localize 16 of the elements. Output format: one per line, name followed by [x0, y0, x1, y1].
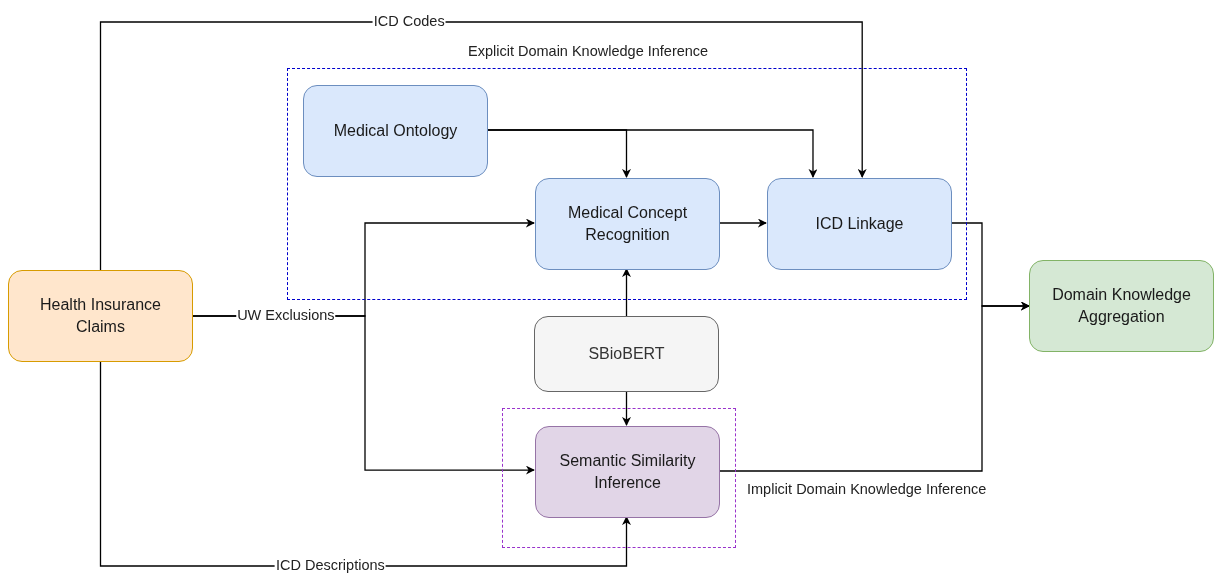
- process-box: ICD Linkage: [767, 178, 952, 270]
- edge-label: ICD Descriptions: [275, 558, 386, 574]
- connector-arrow: [622, 391, 631, 426]
- connector-arrow: [718, 218, 767, 228]
- group-heading: Explicit Domain Knowledge Inference: [468, 43, 709, 59]
- process-box: Domain Knowledge Aggregation: [1029, 260, 1214, 352]
- connector-arrow: [622, 268, 631, 317]
- group-heading: Implicit Domain Knowledge Inference: [747, 481, 987, 497]
- connector-arrow: [718, 301, 1030, 472]
- process-box: Health Insurance Claims: [8, 270, 193, 362]
- connector-arrow: [99, 21, 867, 271]
- process-box: Semantic Similarity Inference: [535, 426, 720, 518]
- process-box: Medical Concept Recognition: [535, 178, 720, 270]
- connector-arrow: [486, 129, 818, 178]
- process-box: Medical Ontology: [303, 85, 488, 177]
- process-box: SBioBERT: [534, 316, 719, 392]
